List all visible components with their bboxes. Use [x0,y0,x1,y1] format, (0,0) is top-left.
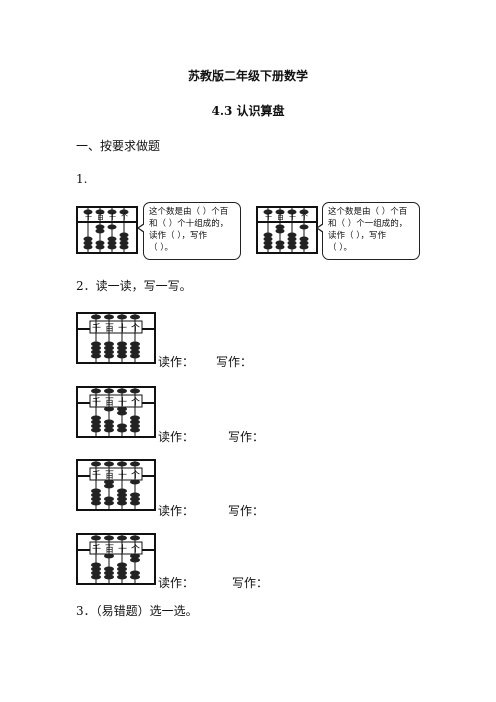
bubble-line: 读作（ ），写作 [328,231,386,241]
abacus-q1-left: 千 百 十 个 [76,206,138,254]
bubble-line: （ ）。 [149,243,173,253]
lesson-title: 4.3 认识算盘 [211,104,285,118]
bubble-line: 这个数是由（ ）个百 [328,207,408,217]
question-2-heading: 2．读一读，写一写。 [76,279,192,293]
svg-text:个: 个 [131,397,140,408]
speech-bubble-right: 这个数是由（ ）个百 和（ ）个一组成的， 读作（ ），写作 （ ）。 [316,202,420,260]
svg-text:十: 十 [109,212,116,221]
abacus-q2-d: 千 百 十 个 [76,533,156,585]
write-label: 写作： [228,430,265,444]
svg-text:千: 千 [265,212,272,221]
svg-text:十: 十 [118,543,127,555]
question-1-label: 1. [76,172,88,186]
svg-text:千: 千 [92,397,101,408]
bubble-line: 这个数是由（ ）个百 [149,207,229,217]
svg-text:个: 个 [121,213,128,221]
question-3-heading: 3．（易错题）选一选。 [76,604,198,618]
svg-text:千: 千 [92,323,101,334]
bubble-line: （ ）。 [328,243,352,253]
svg-text:个: 个 [131,323,140,334]
abacus-q2-b: 千 百 十 个 [76,386,156,438]
svg-text:千: 千 [92,470,101,481]
svg-text:十: 十 [289,212,296,221]
read-label: 读作： [158,504,195,518]
read-label: 读作： [158,576,195,590]
speech-bubble-left: 这个数是由（ ）个百 和（ ）个十组成的， 读作（ ），写作 （ ）。 [137,202,241,260]
write-label: 写作： [232,576,269,590]
svg-text:百: 百 [97,213,104,221]
svg-text:个: 个 [131,544,140,555]
svg-text:十: 十 [118,469,127,481]
abacus-q1-right: 千 百 十 个 [256,206,318,254]
read-label: 读作： [158,355,195,369]
svg-text:十: 十 [118,396,127,408]
svg-text:十: 十 [118,322,127,334]
svg-text:百: 百 [105,544,114,555]
abacus-q2-a: 千 百 十 个 [76,312,156,364]
section-heading: 一、按要求做题 [76,139,161,153]
svg-text:百: 百 [277,213,284,221]
write-label: 写作： [216,355,253,369]
svg-text:个: 个 [131,470,140,481]
svg-text:千: 千 [92,544,101,555]
page-title: 苏教版二年级下册数学 [187,69,308,83]
bubble-line: 和（ ）个十组成的， [149,219,229,229]
svg-text:千: 千 [85,212,92,221]
svg-text:百: 百 [105,470,114,481]
bubble-line: 和（ ）个一组成的， [328,219,408,229]
write-label: 写作： [228,504,265,518]
svg-text:个: 个 [301,213,308,221]
bubble-line: 读作（ ），写作 [149,231,207,241]
abacus-q2-c: 千 百 十 个 [76,459,156,511]
svg-text:百: 百 [105,397,114,408]
read-label: 读作： [158,430,195,444]
svg-text:百: 百 [105,323,114,334]
